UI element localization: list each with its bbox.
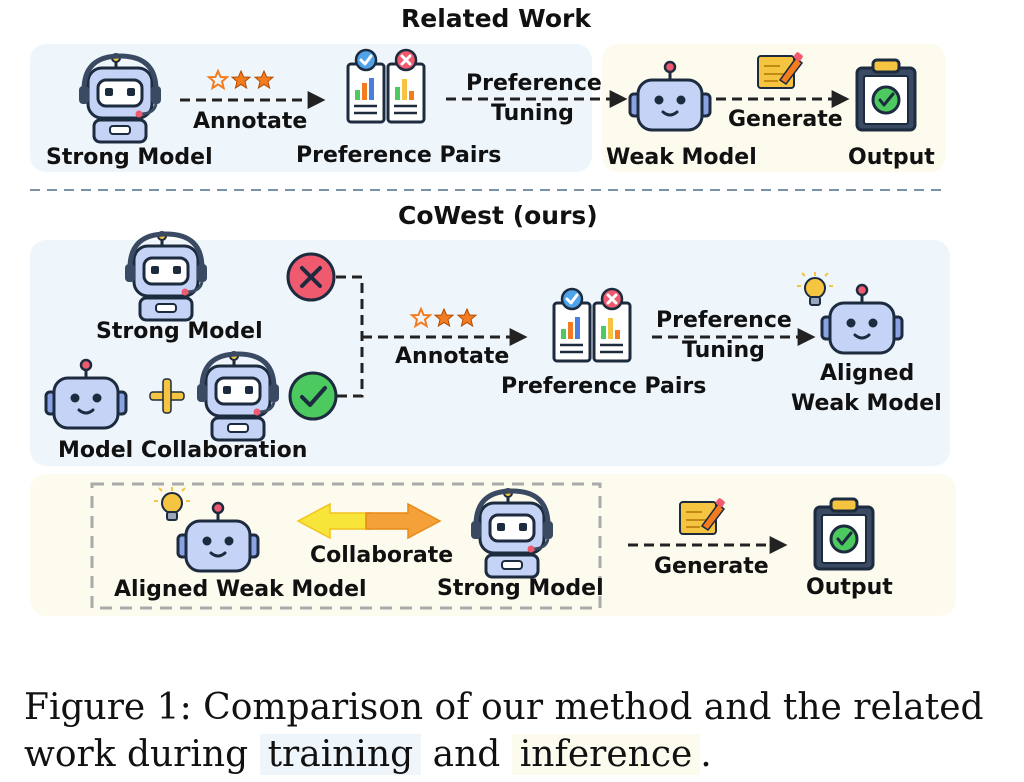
- generate-label: Generate: [728, 107, 843, 132]
- clipboard-check-icon: [813, 497, 875, 571]
- star-icon: [457, 308, 477, 327]
- clipboard-check-icon: [855, 58, 917, 132]
- strong-model-label: Strong Model: [437, 576, 604, 601]
- tuning-label: Tuning: [491, 101, 574, 126]
- related-work-title: Related Work: [401, 4, 591, 33]
- robot-icon: [176, 501, 260, 573]
- star-icon: [434, 308, 454, 327]
- robot-headset-icon: [125, 232, 207, 320]
- preference-pairs-label: Preference Pairs: [501, 374, 707, 399]
- tuning-label: Tuning: [682, 338, 765, 363]
- robot-headset-icon: [197, 352, 279, 440]
- annotate-label: Annotate: [193, 109, 308, 134]
- lightbulb-icon: [796, 271, 834, 306]
- aligned-weak-model-label: Aligned Weak Model: [114, 577, 367, 602]
- robot-headset-icon: [79, 54, 161, 142]
- annotate-label: Annotate: [395, 344, 510, 369]
- check-circle-icon: [288, 371, 338, 421]
- star-icon: [208, 70, 228, 89]
- generate-label: Generate: [654, 554, 769, 579]
- output-label: Output: [848, 145, 935, 170]
- robot-icon: [820, 283, 904, 355]
- x-circle-icon: [286, 252, 336, 302]
- chart-document-icon: [552, 287, 632, 363]
- collaboration-box: [90, 482, 602, 610]
- cowest-title: CoWest (ours): [398, 201, 598, 230]
- plus-icon: [149, 378, 185, 414]
- strong-model-label: Strong Model: [46, 145, 213, 170]
- preference-label: Preference: [466, 71, 602, 96]
- weak-model-label: Weak Model: [606, 145, 757, 170]
- preference-label: Preference: [656, 308, 792, 333]
- figure-number: Figure 1:: [24, 687, 192, 728]
- caption-period: .: [700, 734, 712, 775]
- lightbulb-icon: [153, 486, 191, 521]
- robot-icon: [44, 358, 128, 430]
- weak-model-label: Weak Model: [791, 391, 942, 416]
- model-collaboration-label: Model Collaboration: [58, 438, 308, 463]
- caption-text: Comparison of our method and the related: [203, 687, 984, 728]
- caption-text: work during: [24, 734, 249, 775]
- figure-caption-line1: Figure 1: Comparison of our method and t…: [24, 690, 984, 726]
- preference-pairs-label: Preference Pairs: [296, 143, 502, 168]
- aligned-label: Aligned: [820, 361, 915, 386]
- robot-icon: [628, 60, 712, 132]
- strong-model-label: Strong Model: [96, 319, 263, 344]
- star-icon: [231, 70, 251, 89]
- chart-document-icon: [346, 48, 426, 124]
- output-label: Output: [806, 575, 893, 600]
- double-arrow-icon: [296, 502, 442, 540]
- training-highlight: training: [259, 734, 422, 775]
- figure-caption-line2: work during training and inference.: [24, 734, 712, 775]
- merge-bracket: [336, 275, 364, 398]
- inference-highlight: inference: [511, 734, 701, 775]
- collaborate-label: Collaborate: [310, 543, 454, 568]
- note-pencil-icon: [757, 50, 805, 89]
- caption-text: and: [432, 734, 501, 775]
- note-pencil-icon: [679, 496, 727, 535]
- star-icon: [411, 308, 431, 327]
- robot-headset-icon: [471, 489, 553, 577]
- star-icon: [254, 70, 274, 89]
